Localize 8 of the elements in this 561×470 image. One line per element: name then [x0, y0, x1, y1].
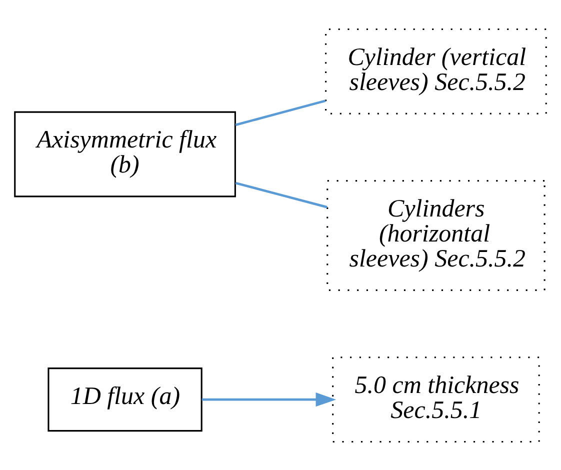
connector	[235, 99, 326, 126]
node-box: Axisymmetric flux (b)	[14, 110, 236, 197]
connector	[235, 181, 328, 208]
node-box: Cylinder (vertical sleeves) Sec.5.5.2	[325, 28, 547, 114]
node-box: 1D flux (a)	[48, 367, 202, 432]
node-box: 5.0 cm thickness Sec.5.5.1	[332, 356, 540, 442]
arrow	[202, 392, 336, 406]
node-box: Cylinders (horizontal sleeves) Sec.5.5.2	[326, 180, 546, 290]
